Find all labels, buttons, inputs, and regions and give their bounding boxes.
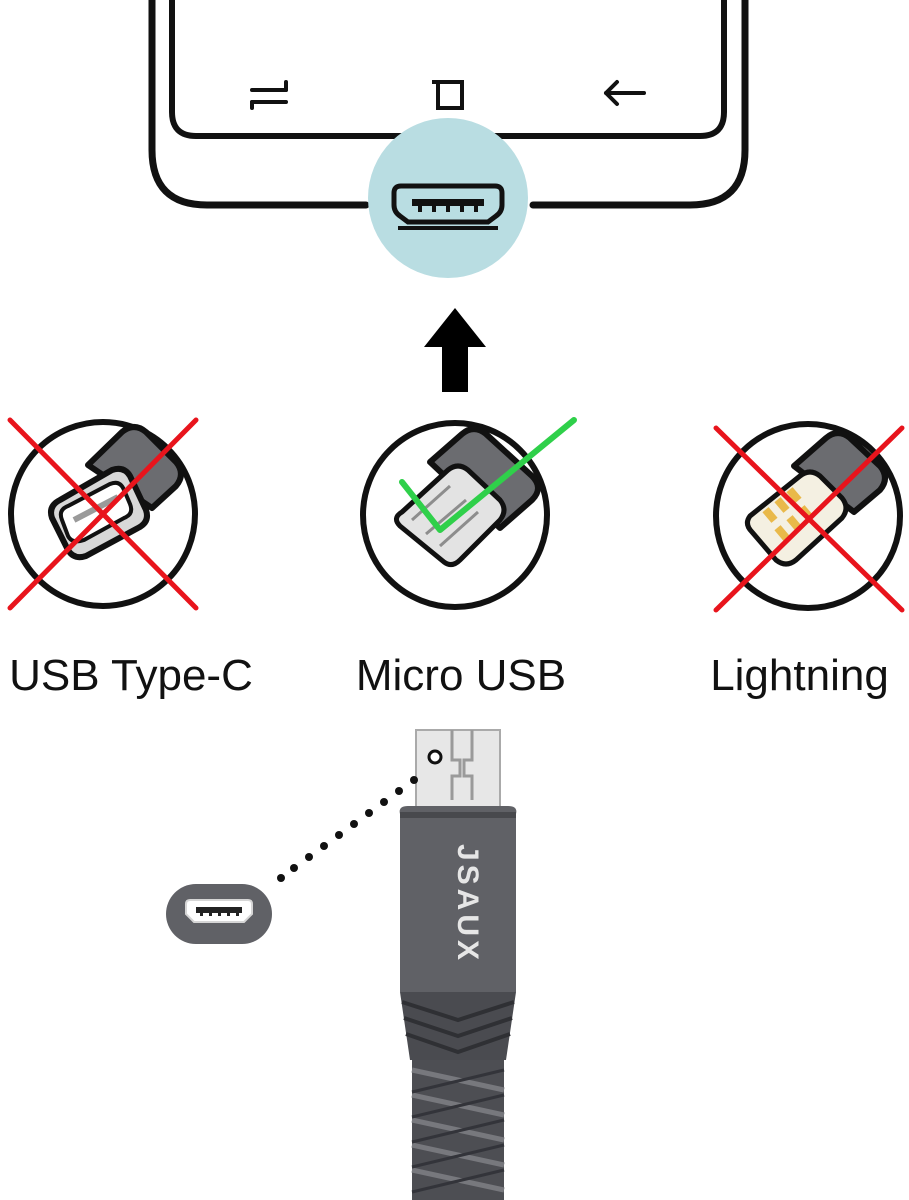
back-icon (604, 80, 646, 106)
home-icon (432, 80, 464, 110)
brand-label: JSAUX (451, 844, 484, 964)
cross-mark-icon (7, 417, 199, 611)
micro-usb-option (360, 417, 577, 610)
cross-mark-icon (713, 425, 905, 613)
plug-port-dot (427, 749, 443, 765)
port-icon (391, 183, 505, 225)
micro-usb-connector-icon (394, 426, 541, 568)
usb-type-c-option (7, 417, 199, 611)
micro-usb-port-highlight (368, 118, 528, 278)
phone-body (148, 0, 749, 209)
micro-usb-plug-end-icon (166, 884, 272, 944)
phone-screen (169, 0, 727, 139)
micro-usb-label: Micro USB (355, 651, 567, 700)
recent-apps-icon (250, 80, 288, 110)
plug-housing (399, 806, 517, 992)
port-closeup-callout (277, 776, 418, 882)
lightning-option (713, 421, 905, 613)
check-mark-icon (399, 417, 577, 533)
cable-illustration: JSAUX (399, 729, 517, 1200)
lightning-label: Lightning (710, 651, 889, 700)
plug-metal-tip (415, 729, 501, 815)
arrow-up-icon (424, 308, 486, 392)
usb-type-c-label: USB Type-C (9, 651, 253, 700)
